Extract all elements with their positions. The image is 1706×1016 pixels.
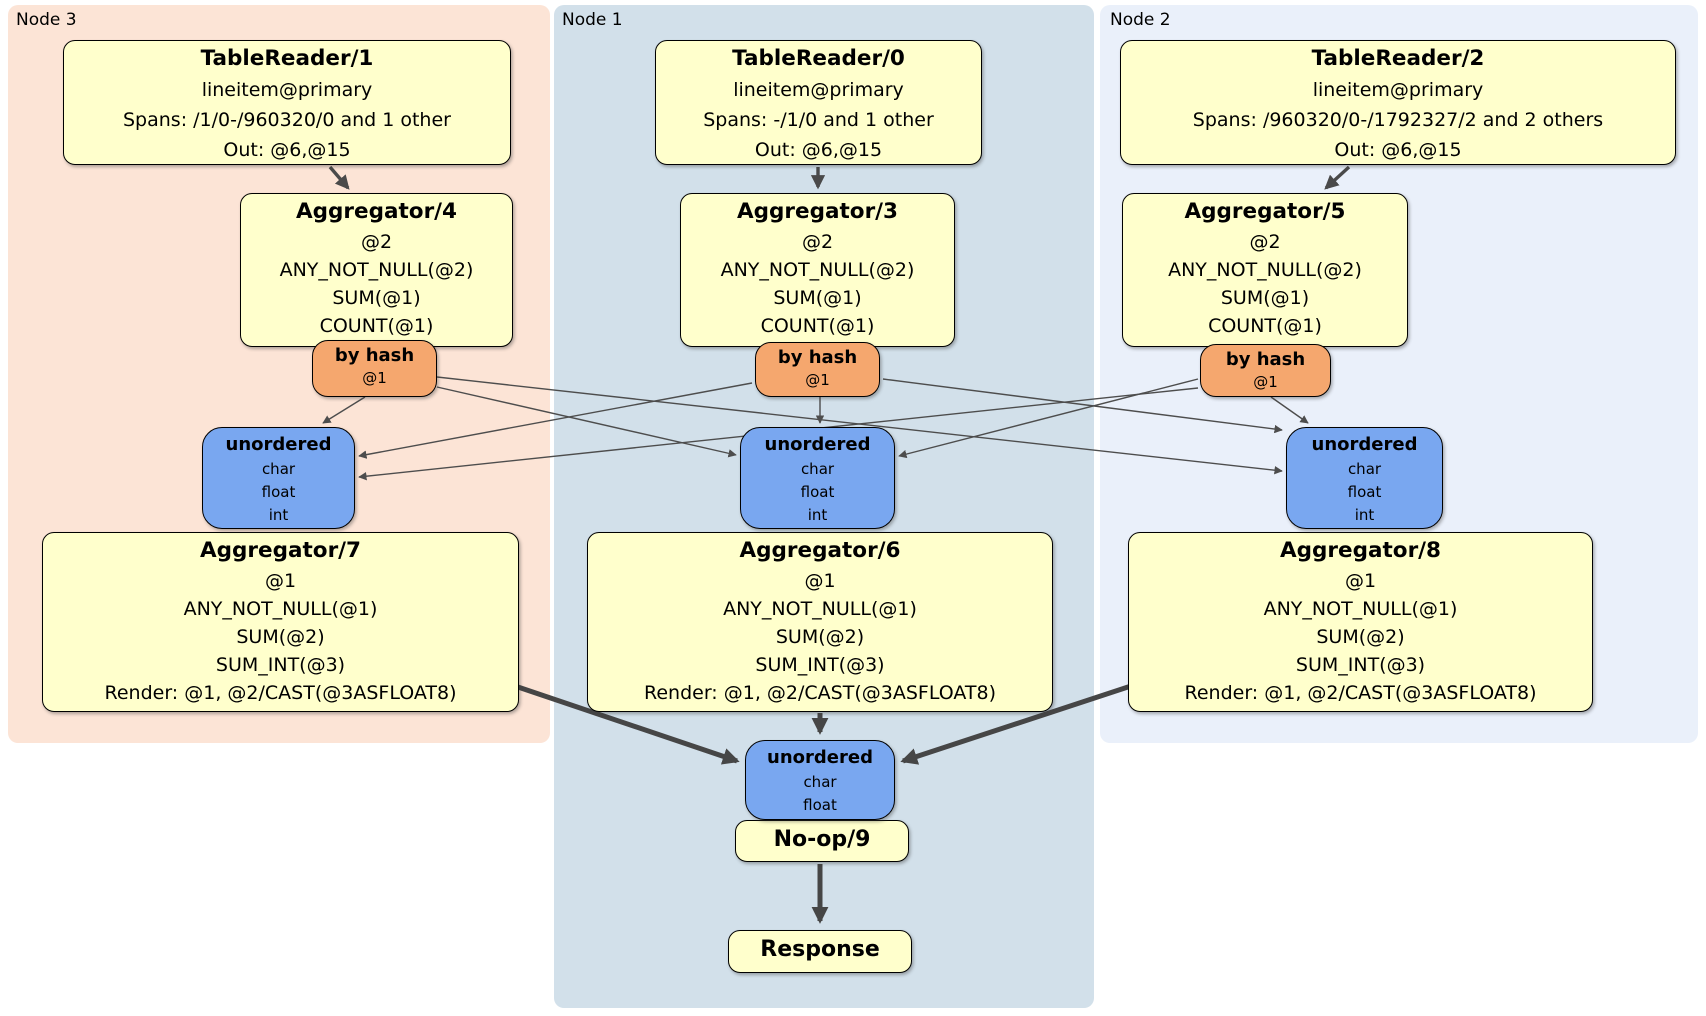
operator-out: Out: @6,@15 [754,139,883,161]
operator-title: Aggregator/7 [200,538,361,563]
tablereader-0-box: TableReader/0 lineitem@primary Spans: -/… [655,40,982,165]
aggregator-7-box: Aggregator/7 @1 ANY_NOT_NULL(@1) SUM(@2)… [42,532,519,712]
hash-router-node3: by hash @1 [312,340,437,397]
operator-spans: Spans: /1/0-/960320/0 and 1 other [123,109,451,131]
hash-router-node2: by hash @1 [1200,344,1331,397]
stream-hash1-unordered3 [358,382,753,459]
operator-out: Out: @6,@15 [223,139,351,161]
node1-label: Node 1 [562,10,623,30]
tablereader-1-box: TableReader/1 lineitem@primary Spans: /1… [63,40,511,165]
operator-out: Out: @6,@15 [1334,139,1462,161]
noop-9-box: No-op/9 [735,820,909,862]
operator-title: Aggregator/3 [737,199,898,224]
operator-title: Aggregator/8 [1280,538,1441,563]
aggregator-5-box: Aggregator/5 @2 ANY_NOT_NULL(@2) SUM(@1)… [1122,193,1408,347]
unordered-sync-node3: unordered char float int [202,427,355,529]
unordered-sync-final: unordered char float [745,740,895,820]
edge-aggregator8-final-unordered [900,683,1132,765]
operator-index: lineitem@primary [733,79,904,101]
stream-hash2-unordered2 [1270,396,1309,424]
stream-hash1-unordered2 [882,378,1283,434]
operator-title: TableReader/1 [200,46,374,71]
operator-index: lineitem@primary [201,79,373,101]
operator-title: TableReader/0 [732,46,905,71]
operator-title: Aggregator/6 [739,538,901,563]
operator-title: Aggregator/4 [296,199,457,224]
node3-label: Node 3 [16,10,77,30]
edge-aggregator7-final-unordered [514,683,740,765]
operator-render: Render: @1, @2/CAST(@3ASFLOAT8) [104,682,457,704]
edge-tablereader1-aggregator4 [328,165,350,190]
unordered-sync-node2: unordered char float int [1286,427,1443,529]
operator-spans: Spans: /960320/0-/1792327/2 and 2 others [1192,109,1604,131]
operator-title: TableReader/2 [1311,46,1485,71]
response-box: Response [728,930,912,973]
operator-spans: Spans: -/1/0 and 1 other [703,109,934,131]
unordered-sync-node1: unordered char float int [740,427,895,529]
node2-label: Node 2 [1110,10,1171,30]
hash-router-node1: by hash @1 [755,342,880,397]
edge-tablereader2-aggregator5 [1324,165,1351,190]
stream-hash3-unordered3 [322,396,366,424]
aggregator-8-box: Aggregator/8 @1 ANY_NOT_NULL(@1) SUM(@2)… [1128,532,1593,712]
operator-render: Render: @1, @2/CAST(@3ASFLOAT8) [1184,682,1537,704]
aggregator-4-box: Aggregator/4 @2 ANY_NOT_NULL(@2) SUM(@1)… [240,193,513,347]
stream-hash3-unordered1 [436,386,737,458]
operator-render: Render: @1, @2/CAST(@3ASFLOAT8) [644,682,996,704]
stream-hash2-unordered1 [898,378,1199,459]
operator-title: Aggregator/5 [1184,199,1346,224]
aggregator-3-box: Aggregator/3 @2 ANY_NOT_NULL(@2) SUM(@1)… [680,193,955,347]
tablereader-2-box: TableReader/2 lineitem@primary Spans: /9… [1120,40,1676,165]
aggregator-6-box: Aggregator/6 @1 ANY_NOT_NULL(@1) SUM(@2)… [587,532,1053,712]
operator-index: lineitem@primary [1312,79,1484,101]
